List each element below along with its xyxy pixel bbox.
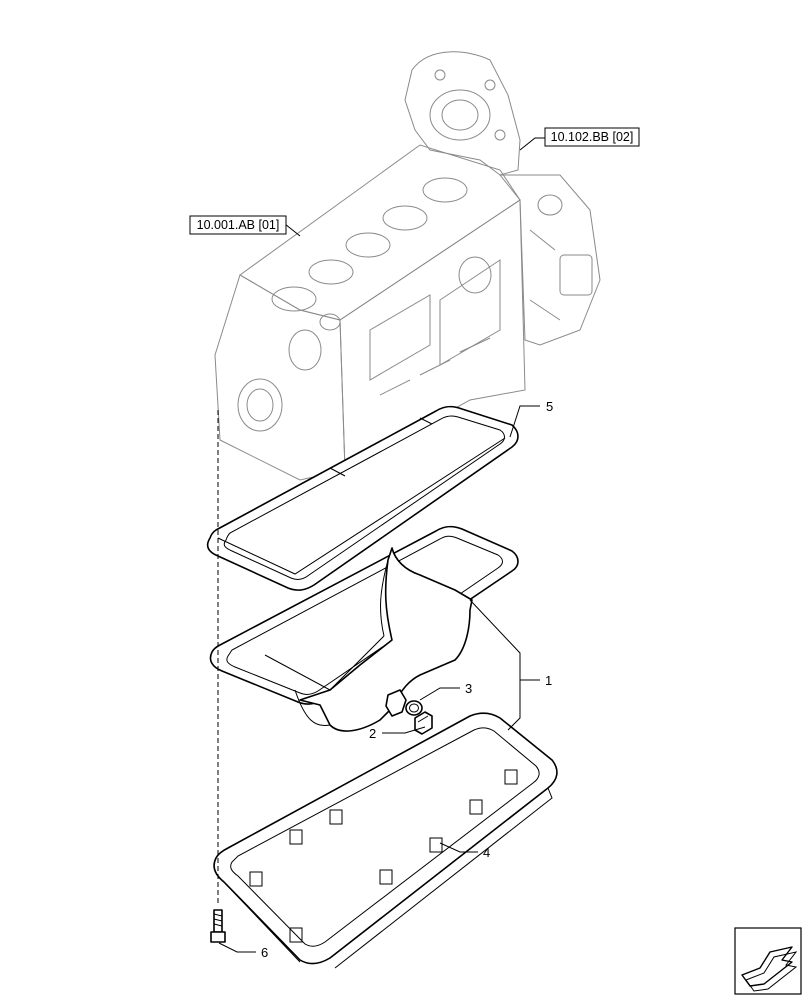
reference-label-flywheel-housing: 10.102.BB [02]	[551, 130, 634, 144]
reference-box-flywheel-housing[interactable]: 10.102.BB [02]	[544, 127, 640, 147]
oil-sump-part-1	[209, 525, 519, 732]
next-page-arrow-icon[interactable]	[734, 927, 802, 995]
engine-block-drawing	[214, 51, 601, 481]
drain-plug-part-2	[414, 711, 433, 735]
callout-1: 1	[545, 673, 552, 688]
callout-5: 5	[546, 399, 553, 414]
callout-4: 4	[483, 845, 490, 860]
leader-lines	[218, 137, 545, 953]
callout-3: 3	[465, 681, 472, 696]
callout-6: 6	[261, 945, 268, 960]
bolt-part-6	[210, 909, 226, 943]
reference-label-engine-block: 10.001.AB [01]	[197, 218, 280, 232]
callout-2: 2	[369, 726, 376, 741]
reference-box-engine-block[interactable]: 10.001.AB [01]	[189, 215, 287, 235]
washer-part-3	[405, 700, 423, 716]
sump-frame-part-4	[213, 712, 558, 969]
